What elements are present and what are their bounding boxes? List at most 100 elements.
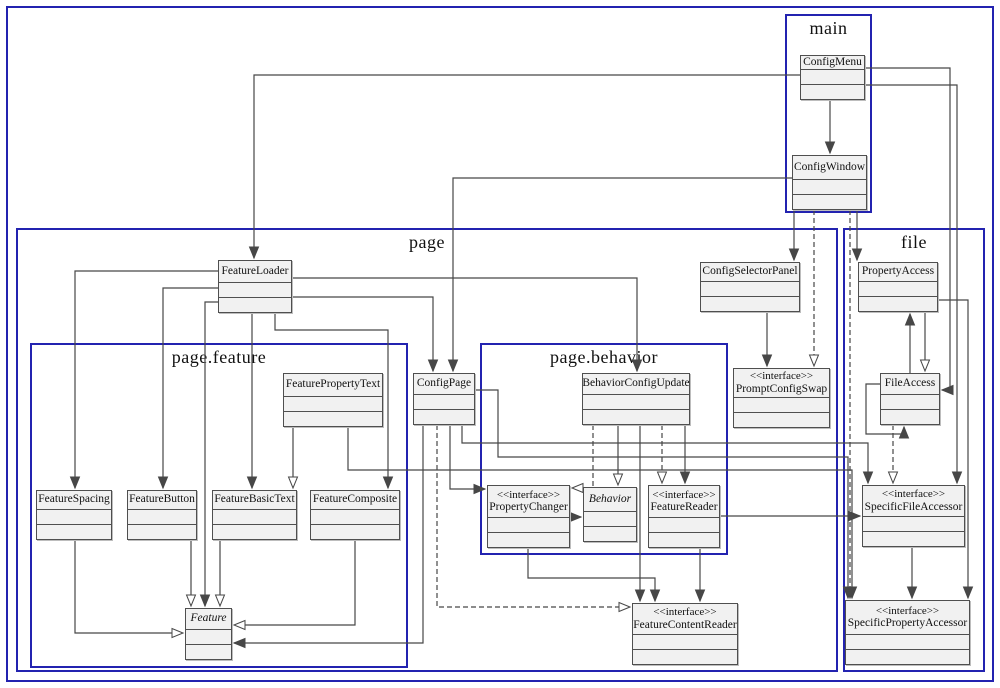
edge-featureloader-behaviorconfigupdate bbox=[292, 277, 643, 373]
class-behaviorconfigupdate-attributes-compartment bbox=[583, 395, 689, 410]
class-featurepropertytext: FeaturePropertyText bbox=[283, 373, 383, 427]
class-featurebasictext-operations-compartment bbox=[213, 525, 296, 539]
class-featurepropertytext-title: FeaturePropertyText bbox=[284, 374, 382, 397]
class-promptconfigswap-title: <<interface>>PromptConfigSwap bbox=[734, 369, 829, 398]
edge-featurereader-specificfileaccessor bbox=[720, 510, 862, 522]
class-behaviorconfigupdate-operations-compartment bbox=[583, 410, 689, 424]
class-feature: Feature bbox=[185, 608, 232, 660]
class-featurecomposite: FeatureComposite bbox=[310, 490, 400, 540]
class-promptconfigswap-stereotype: <<interface>> bbox=[749, 370, 814, 383]
edge-featurereader-featurecontentreader bbox=[694, 548, 706, 603]
class-featurecontentreader-stereotype: <<interface>> bbox=[653, 606, 717, 619]
edge-configmenu-configwindow bbox=[824, 100, 836, 155]
class-featurecontentreader-name: FeatureContentReader bbox=[633, 618, 737, 631]
class-promptconfigswap: <<interface>>PromptConfigSwap bbox=[733, 368, 830, 428]
class-featurecontentreader-attributes-compartment bbox=[633, 635, 737, 650]
class-specificpropertyaccessor-title: <<interface>>SpecificPropertyAccessor bbox=[846, 601, 969, 635]
class-specificfileaccessor-attributes-compartment bbox=[863, 517, 964, 532]
class-feature-attributes-compartment bbox=[186, 630, 231, 645]
diagram-outer-frame bbox=[6, 6, 994, 682]
class-configselectorpanel-attributes-compartment bbox=[701, 282, 799, 297]
edge-propertychanger-featurecontentreader bbox=[527, 548, 661, 603]
edge-specificfileaccessor-specificpropertyaccessor bbox=[906, 547, 918, 600]
class-configpage-name: ConfigPage bbox=[416, 377, 472, 390]
class-configselectorpanel-title: ConfigSelectorPanel bbox=[701, 263, 799, 282]
class-fileaccess-attributes-compartment bbox=[881, 395, 939, 410]
class-featurepropertytext-operations-compartment bbox=[284, 412, 382, 426]
class-featureloader-name: FeatureLoader bbox=[221, 264, 289, 277]
class-featurereader-title: <<interface>>FeatureReader bbox=[649, 486, 719, 518]
edge-configwindow-configpage bbox=[447, 177, 792, 373]
edge-fileaccess-specificfileaccessor bbox=[887, 425, 899, 485]
class-specificfileaccessor-operations-compartment bbox=[863, 532, 964, 546]
class-fileaccess-operations-compartment bbox=[881, 410, 939, 424]
class-featurereader-operations-compartment bbox=[649, 533, 719, 547]
edge-configpage-propertychanger bbox=[449, 425, 487, 495]
class-featurecomposite-title: FeatureComposite bbox=[311, 491, 399, 510]
class-featurecontentreader-operations-compartment bbox=[633, 650, 737, 664]
class-featurecontentreader-title: <<interface>>FeatureContentReader bbox=[633, 604, 737, 635]
class-feature-title: Feature bbox=[186, 609, 231, 630]
edge-featurecomposite-feature bbox=[232, 540, 356, 631]
edge-configmenu-featureloader bbox=[248, 74, 800, 260]
class-featurebutton: FeatureButton bbox=[127, 490, 197, 540]
class-behavior: Behavior bbox=[583, 487, 637, 542]
class-configwindow: ConfigWindow bbox=[792, 155, 867, 210]
class-behavior-operations-compartment bbox=[584, 527, 636, 541]
edge-featureloader-featurebutton bbox=[157, 287, 218, 490]
class-specificfileaccessor: <<interface>>SpecificFileAccessor bbox=[862, 485, 965, 547]
class-configpage-title: ConfigPage bbox=[414, 374, 474, 395]
edge-featureloader-configpage bbox=[292, 296, 439, 373]
class-propertychanger-operations-compartment bbox=[488, 533, 569, 547]
class-featureloader-operations-compartment bbox=[219, 298, 291, 312]
class-featurereader-stereotype: <<interface>> bbox=[652, 488, 716, 501]
class-feature-operations-compartment bbox=[186, 645, 231, 659]
edge-configselectorpanel-promptconfigswap bbox=[761, 312, 773, 368]
class-configselectorpanel-name: ConfigSelectorPanel bbox=[702, 265, 798, 278]
class-propertychanger-title: <<interface>>PropertyChanger bbox=[488, 486, 569, 518]
class-behaviorconfigupdate: BehaviorConfigUpdate bbox=[582, 373, 690, 425]
class-behaviorconfigupdate-name: BehaviorConfigUpdate bbox=[583, 377, 689, 390]
class-configpage-attributes-compartment bbox=[414, 395, 474, 410]
class-featurepropertytext-attributes-compartment bbox=[284, 397, 382, 412]
edge-fileaccess-selfloop bbox=[865, 383, 910, 439]
edge-featurebasictext-feature bbox=[214, 540, 226, 608]
edge-configwindow-configselectorpanel bbox=[788, 210, 800, 262]
edge-featurepropertytext-featurebasictext bbox=[287, 427, 299, 490]
class-featurereader-name: FeatureReader bbox=[650, 501, 718, 514]
class-featurespacing-attributes-compartment bbox=[37, 510, 111, 525]
class-propertyaccess-title: PropertyAccess bbox=[859, 263, 937, 282]
class-promptconfigswap-attributes-compartment bbox=[734, 398, 829, 413]
class-featurebutton-name: FeatureButton bbox=[129, 493, 195, 506]
edge-featureloader-feature bbox=[199, 301, 218, 608]
class-specificfileaccessor-title: <<interface>>SpecificFileAccessor bbox=[863, 486, 964, 517]
class-propertyaccess-name: PropertyAccess bbox=[861, 265, 935, 278]
class-featurecomposite-attributes-compartment bbox=[311, 510, 399, 525]
class-propertyaccess-attributes-compartment bbox=[859, 282, 937, 297]
class-configpage-operations-compartment bbox=[414, 410, 474, 424]
edge-configwindow-specificpropertyaccessor bbox=[844, 210, 856, 600]
class-featurebasictext-attributes-compartment bbox=[213, 510, 296, 525]
edge-featurebutton-feature bbox=[185, 540, 197, 608]
edge-configpage-featurecontentreader bbox=[436, 425, 632, 613]
class-propertychanger-name: PropertyChanger bbox=[489, 501, 568, 514]
class-specificfileaccessor-name: SpecificFileAccessor bbox=[864, 500, 963, 513]
class-specificpropertyaccessor-operations-compartment bbox=[846, 650, 969, 664]
class-specificpropertyaccessor-name: SpecificPropertyAccessor bbox=[847, 617, 968, 630]
class-configwindow-operations-compartment bbox=[793, 195, 866, 209]
edge-configwindow-promptconfigswap bbox=[808, 210, 820, 368]
class-featurepropertytext-name: FeaturePropertyText bbox=[285, 378, 381, 391]
class-featurereader-attributes-compartment bbox=[649, 518, 719, 533]
edge-featureloader-featurespacing bbox=[69, 270, 218, 490]
edge-configpage-feature bbox=[232, 425, 424, 649]
edge-behaviorconfigupdate-featurereader bbox=[679, 425, 691, 485]
class-configmenu: ConfigMenu bbox=[800, 55, 865, 100]
class-behaviorconfigupdate-title: BehaviorConfigUpdate bbox=[583, 374, 689, 395]
class-promptconfigswap-operations-compartment bbox=[734, 413, 829, 427]
edge-configwindow-propertyaccess bbox=[851, 210, 863, 262]
class-featurespacing: FeatureSpacing bbox=[36, 490, 112, 540]
class-specificpropertyaccessor: <<interface>>SpecificPropertyAccessor bbox=[845, 600, 970, 665]
edge-configpage-specificfileaccessor bbox=[461, 425, 874, 485]
class-configmenu-operations-compartment bbox=[801, 85, 864, 99]
edge-behaviorconfigupdate-featurecontentreader bbox=[634, 425, 646, 603]
